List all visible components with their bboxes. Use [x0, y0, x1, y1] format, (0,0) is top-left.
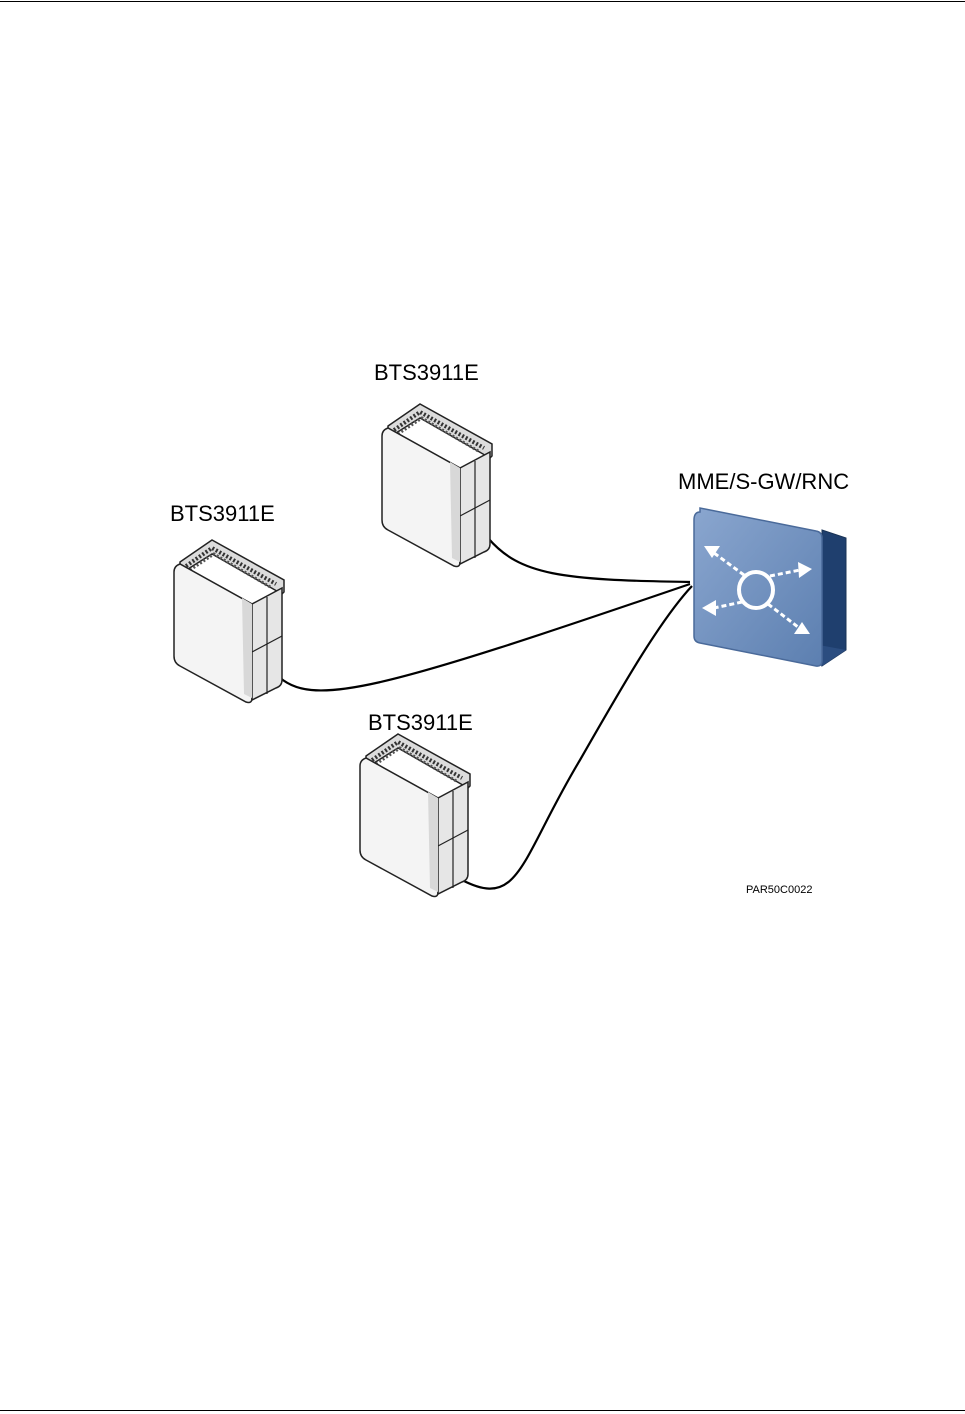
node-label-core: MME/S-GW/RNC [678, 469, 849, 495]
figure-code: PAR50C0022 [746, 884, 812, 896]
bts-cabinet-icon [174, 540, 284, 703]
router-switch-icon [694, 508, 846, 666]
bts-cabinet-icon [382, 404, 492, 567]
node-label-bts-left: BTS3911E [170, 501, 275, 527]
link-bts-top-core [488, 538, 690, 582]
node-label-bts-bottom: BTS3911E [368, 710, 473, 736]
node-label-bts-top: BTS3911E [374, 360, 479, 386]
link-bts-left-core [276, 584, 690, 690]
link-bts-bottom-core [462, 586, 692, 889]
bts-cabinet-icon [360, 734, 470, 897]
